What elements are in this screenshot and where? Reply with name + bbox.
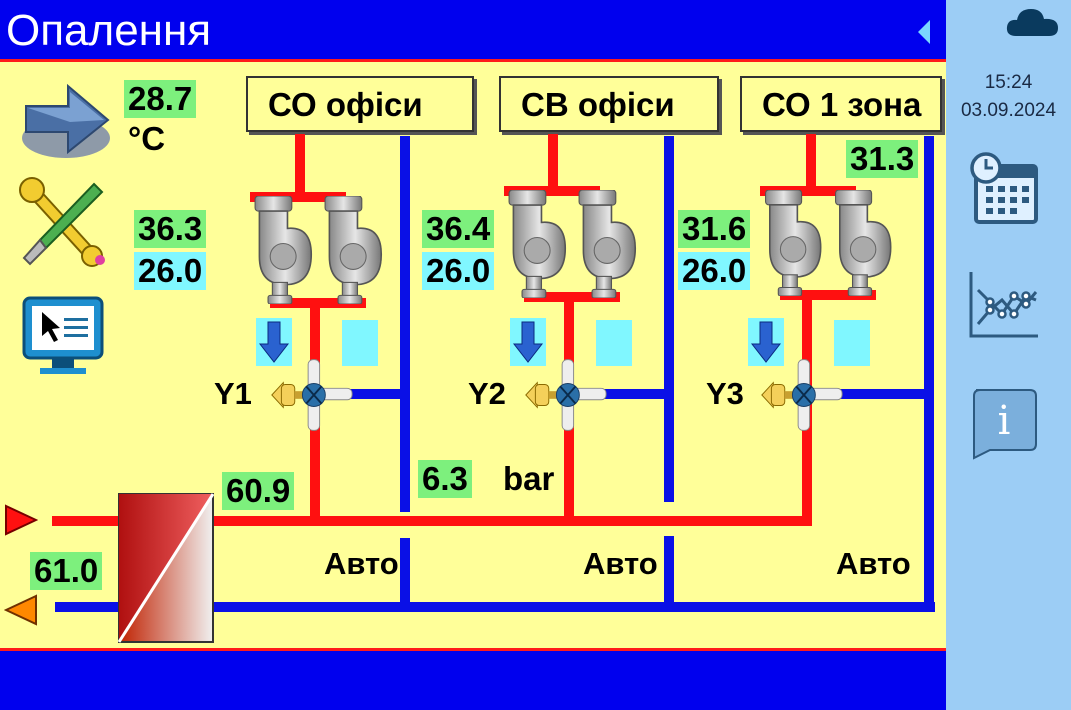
zone-3-title[interactable]: СО 1 зона [740,76,942,132]
pressure-unit: bar [503,460,555,497]
zone-3-valve-icon[interactable] [758,356,844,434]
zone-3-supply-temp: 31.6 [678,210,751,248]
zone-3-valve-label: Y3 [706,376,744,411]
zone-1-pump-b-icon[interactable] [318,196,384,304]
zone-2-valve-up-indicator [596,320,632,366]
title-bar [0,0,946,62]
page-title: Опалення [6,6,212,55]
zone-3-pump-header-bottom [780,290,876,300]
zone-2-pump-b-icon[interactable] [572,190,638,298]
collapse-arrow-icon[interactable] [918,20,930,44]
return-out-arrow-icon [4,594,37,626]
footer-bar [0,648,946,710]
zone-2-pump-a-icon[interactable] [502,190,568,298]
chart-icon[interactable] [968,270,1040,340]
cloud-icon[interactable] [1006,6,1060,38]
zone-3-return-riser [924,136,934,612]
zone-2-return-drop [664,536,674,606]
supply-header-pipe [52,516,812,526]
arrow-icon[interactable] [20,72,114,160]
return-header-pipe [55,602,935,612]
supply-temp: 60.9 [222,472,295,510]
calendar-icon[interactable] [968,152,1040,226]
zone-2-down-arrow-icon [512,321,544,363]
monitor-icon[interactable] [22,296,104,376]
sidebar: 15:24 03.09.2024 i [946,0,1071,710]
zone-1-return-drop [400,538,410,606]
zone-3-supply-riser [806,134,816,194]
zone-3-down-arrow-icon [750,321,782,363]
pressure-value: 6.3 [418,460,472,498]
info-icon[interactable]: i [968,388,1038,460]
zone-1-title[interactable]: СО офіси [246,76,474,132]
zone-1-valve-up-indicator [342,320,378,366]
zone-1-pump-a-icon[interactable] [248,196,314,304]
zone-1-return-riser [400,136,410,512]
clock-date: 03.09.2024 [960,100,1057,121]
zone-3-mode[interactable]: Авто [836,546,911,581]
zone-2-title[interactable]: СВ офіси [499,76,719,132]
zone-1-bypass-pipe [340,389,404,399]
zone-3-bypass-pipe [836,389,928,399]
zone-2-supply-riser [548,134,558,194]
zone-1-supply-temp: 36.3 [134,210,207,248]
tools-icon[interactable] [16,176,108,268]
zone-3-valve-up-indicator [834,320,870,366]
zone-3-valve-down-indicator [748,318,784,366]
outdoor-temp: 28.7 [124,80,197,118]
zone-1-supply-riser [295,134,305,194]
zone-2-valve-label: Y2 [468,376,506,411]
clock-time: 15:24 [984,72,1033,93]
zone-2-pump-header-bottom [524,292,620,302]
zone-2-valve-down-indicator [510,318,546,366]
zone-3-setpoint[interactable]: 26.0 [678,252,751,290]
svg-text:i: i [998,398,1011,444]
zone-2-setpoint[interactable]: 26.0 [422,252,495,290]
zone-2-bypass-pipe [596,389,668,399]
zone-1-pump-header-bottom [270,298,366,308]
zone-2-supply-temp: 36.4 [422,210,495,248]
outdoor-unit: °C [128,120,166,157]
zone-2-return-riser [664,136,674,502]
zone-2-mode[interactable]: Авто [583,546,658,581]
zone-3-extra-temp: 31.3 [846,140,919,178]
zone-1-valve-icon[interactable] [268,356,354,434]
zone-2-pump-header-top [504,186,600,196]
zone-2-valve-icon[interactable] [522,356,608,434]
zone-1-mode[interactable]: Авто [324,546,399,581]
zone-3-pump-a-icon[interactable] [758,190,824,296]
zone-1-setpoint[interactable]: 26.0 [134,252,207,290]
zone-1-down-arrow-icon [258,321,290,363]
supply-in-arrow-icon [5,504,38,536]
return-temp: 61.0 [30,552,103,590]
zone-3-pump-header-top [760,186,856,196]
heat-exchanger-icon [118,493,214,643]
zone-3-pump-b-icon[interactable] [828,190,894,296]
zone-1-valve-down-indicator [256,318,292,366]
zone-1-valve-label: Y1 [214,376,252,411]
zone-1-pump-header-top [250,192,346,202]
